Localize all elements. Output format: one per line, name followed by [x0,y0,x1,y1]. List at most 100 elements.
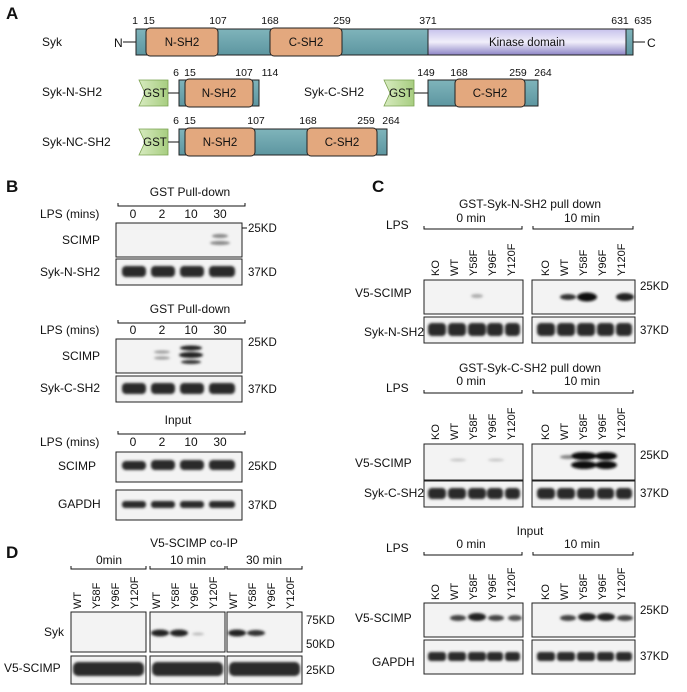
lane-label: Y120F [616,243,628,276]
c3-header: Input [517,524,544,538]
lane-label: WT [449,259,461,276]
gst-tag [383,79,415,107]
lane-label: Y120F [129,576,141,609]
c1-sykn-bands [428,323,632,336]
syk-label: Syk [42,35,63,49]
b3-time: 10 [184,435,198,449]
lane-label: Y96F [110,582,122,609]
syk-pos-631: 631 [611,15,629,27]
c1-row-sykn: Syk-N-SH2 [364,325,424,339]
lane-label: WT [151,592,163,609]
b1-time: 2 [159,207,166,221]
lane-label: Y58F [91,582,103,609]
d-row-syk: Syk [44,625,65,639]
c2-t2: 10 min [564,374,600,388]
lane-label: WT [559,583,571,600]
c1-v5-bands [471,292,634,302]
d-kd-75: 75KD [306,615,335,627]
lane-label: Y96F [189,582,201,609]
syk-c-terminus: C [647,36,656,50]
nsh2-pos-15: 15 [184,67,196,79]
nsh2-pos-114: 114 [262,67,279,79]
c3-t1: 0 min [456,537,485,551]
csh2-pos-149: 149 [417,67,435,79]
b2-kd-37: 37KD [248,384,277,396]
d-header: V5-SCIMP co-IP [150,536,238,550]
gst-label: GST [143,88,167,100]
nc-pos-168: 168 [299,115,317,127]
b3-time: 30 [213,435,227,449]
lane-label: Y96F [597,413,609,440]
lane-label: Y58F [468,573,480,600]
b1-kd-37: 37KD [248,267,277,279]
c1-lps: LPS [386,218,409,232]
lane-label: WT [449,583,461,600]
lane-label: Y96F [487,573,499,600]
c1-header: GST-Syk-N-SH2 pull down [459,197,601,211]
kinase-domain-label: Kinase domain [489,37,565,49]
gst-label: GST [389,88,413,100]
c2-header: GST-Syk-C-SH2 pull down [459,361,601,375]
b1-lps-label: LPS (mins) [40,207,99,221]
b2-time: 10 [184,323,198,337]
n-sh2-construct-domain [184,78,254,108]
b2-scimp-blot [115,338,243,374]
syk-nc-sh2-construct-label: Syk-NC-SH2 [42,135,111,149]
nc-pos-6: 6 [173,115,179,127]
b1-scimp-bands [210,234,230,245]
c1-kd-25: 25KD [640,281,669,293]
syk-pos-635: 635 [634,15,652,27]
b2-row-scimp: SCIMP [62,349,100,363]
c1-row-v5: V5-SCIMP [355,286,412,300]
b3-lps-label: LPS (mins) [40,435,99,449]
d-v5-bands [73,662,300,676]
syk-n-sh2-domain [145,27,219,57]
nc-pos-107: 107 [247,115,265,127]
lane-label: Y120F [506,407,518,440]
c3-row-gapdh: GAPDH [372,655,415,669]
lane-label: Y58F [468,413,480,440]
b1-time: 0 [130,207,137,221]
c2-lane-labels: KO WT Y58F Y96F Y120F KO WT Y58F Y96F Y1… [430,407,628,440]
lane-label: Y58F [170,582,182,609]
nsh2-pos-6: 6 [173,67,179,79]
d-kd-25: 25KD [306,665,335,677]
b2-scimp-bands [154,345,203,364]
lane-label: KO [540,584,552,600]
b3-row-scimp: SCIMP [58,459,96,473]
syk-pos-371: 371 [419,15,437,27]
lane-label: Y58F [578,573,590,600]
b3-time: 2 [159,435,166,449]
b2-header: GST Pull-down [150,302,230,316]
c3-t2: 10 min [564,537,600,551]
lane-label: Y58F [468,249,480,276]
lane-label: Y120F [208,576,220,609]
c1-kd-37: 37KD [640,325,669,337]
b3-kd-37: 37KD [248,500,277,512]
b1-time: 10 [184,207,198,221]
c2-row-v5: V5-SCIMP [355,456,412,470]
c1-t2: 10 min [564,211,600,225]
c3-lps: LPS [386,541,409,555]
c2-kd-25: 25KD [640,450,669,462]
c-sh2-construct-domain-label: C-SH2 [473,88,508,100]
lane-label: KO [430,584,442,600]
c2-row-sykc: Syk-C-SH2 [364,486,424,500]
lane-label: Y96F [266,582,278,609]
lane-label: KO [430,260,442,276]
b1-row-sykn: Syk-N-SH2 [40,265,100,279]
b1-scimp-blot [115,222,243,258]
c3-gapdh-bands [428,652,632,661]
lane-label: KO [430,424,442,440]
syk-kinase-domain [427,28,627,56]
lane-label: KO [540,260,552,276]
b3-header: Input [165,413,192,427]
b3-row-gapdh: GAPDH [58,497,101,511]
lane-label: KO [540,424,552,440]
b2-time: 0 [130,323,137,337]
b1-sykn-bands [122,266,235,277]
lane-label: Y58F [247,582,259,609]
syk-pos-259: 259 [333,15,351,27]
b2-time: 30 [213,323,227,337]
